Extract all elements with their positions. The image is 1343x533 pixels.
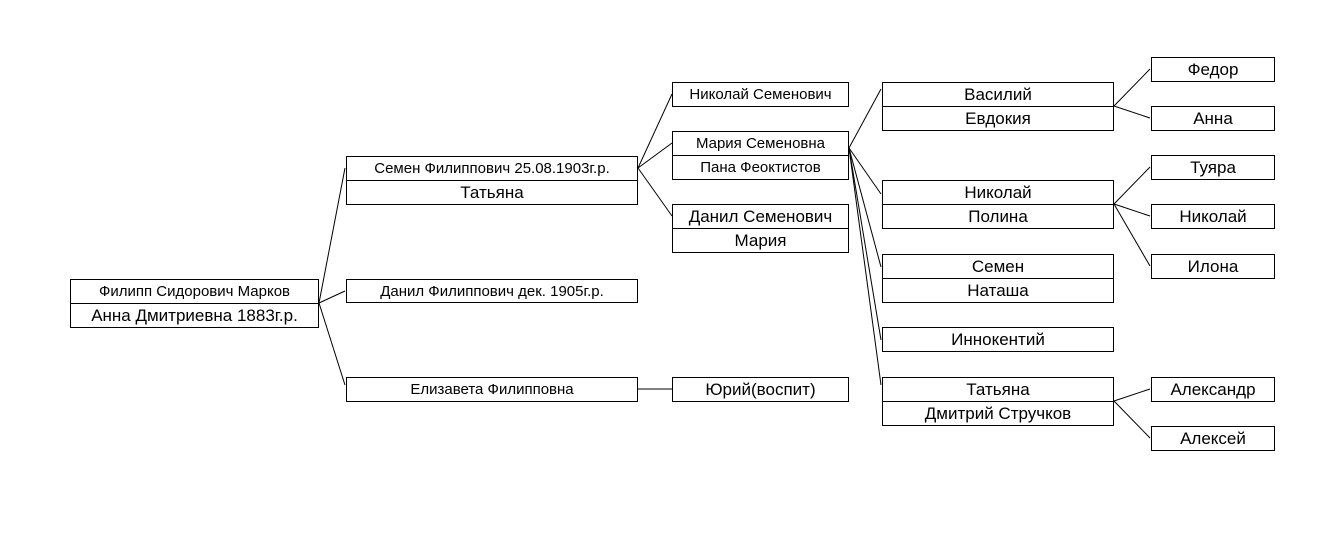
- vasily-spouse-name: Евдокия: [965, 109, 1031, 128]
- tatyana-name: Татьяна: [966, 380, 1030, 399]
- elizaveta-filippovna-box: Елизавета Филипповна: [346, 377, 638, 402]
- connector-line: [637, 142, 673, 169]
- connector-line: [848, 147, 882, 268]
- fedor-name: Федор: [1187, 60, 1239, 79]
- semen-gen4-spouse-name: Наташа: [967, 281, 1029, 300]
- semen-spouse-box: Татьяна: [346, 180, 638, 205]
- tatyana-box: Татьяна: [882, 377, 1114, 402]
- connector-line: [1113, 166, 1151, 205]
- ilona-box: Илона: [1151, 254, 1275, 279]
- connector-line: [848, 147, 882, 341]
- root-person-box: Филипп Сидорович Марков: [70, 279, 319, 304]
- alexandr-box: Александр: [1151, 377, 1275, 402]
- anna-name: Анна: [1193, 109, 1233, 128]
- elizaveta-filippovna-name: Елизавета Филипповна: [410, 381, 574, 398]
- ilona-name: Илона: [1187, 257, 1239, 276]
- connector-line: [848, 147, 882, 195]
- yuri-name: Юрий(воспит): [705, 380, 816, 399]
- alexei-name: Алексей: [1180, 429, 1246, 448]
- nikolai-semenovich-box: Николай Семенович: [672, 82, 849, 107]
- nikolai-spouse-name: Полина: [968, 207, 1028, 226]
- semen-spouse-box: Наташа: [882, 278, 1114, 303]
- maria-spouse-box: Пана Феоктистов: [672, 155, 849, 180]
- danil-filippovich-box: Данил Филиппович дек. 1905г.р.: [346, 279, 638, 303]
- alexandr-name: Александр: [1170, 380, 1256, 399]
- maria-semenovna-box: Мария Семеновна: [672, 131, 849, 156]
- tuyara-box: Туяра: [1151, 155, 1275, 180]
- alexei-box: Алексей: [1151, 426, 1275, 451]
- maria-spouse-name: Пана Феоктистов: [700, 159, 821, 176]
- connector-line: [1113, 400, 1151, 439]
- tatyana-spouse-name: Дмитрий Стручков: [924, 404, 1072, 423]
- danil-semenovich-spouse-box: Мария: [672, 228, 849, 253]
- vasily-spouse-box: Евдокия: [882, 106, 1114, 131]
- danil-filippovich-name: Данил Филиппович дек. 1905г.р.: [380, 282, 604, 300]
- nikolai-semenovich-name: Николай Семенович: [689, 86, 832, 103]
- connector-line: [1113, 105, 1151, 119]
- connector-line: [318, 302, 346, 386]
- maria-semenovna-name: Мария Семеновна: [695, 135, 826, 152]
- semen-name: Семен: [971, 257, 1025, 276]
- nikolai-gen5-box: Николай: [1151, 204, 1275, 229]
- nikolai-box: Николай: [882, 180, 1114, 205]
- connector-line: [848, 147, 882, 386]
- tatyana-spouse-box: Дмитрий Стручков: [882, 401, 1114, 426]
- connector-line: [318, 290, 346, 304]
- danil-semenovich-name: Данил Семенович: [688, 207, 833, 226]
- danil-semenovich-box: Данил Семенович: [672, 204, 849, 229]
- semen-box: Семен: [882, 254, 1114, 279]
- root-spouse-box: Анна Дмитриевна 1883г.р.: [70, 303, 319, 328]
- connector-line: [1113, 388, 1151, 402]
- semen-filippovich-name: Семен Филиппович 25.08.1903г.р.: [374, 160, 610, 177]
- root-spouse-name: Анна Дмитриевна 1883г.р.: [91, 306, 298, 325]
- nikolai-spouse-box: Полина: [882, 204, 1114, 229]
- yuri-box: Юрий(воспит): [672, 377, 849, 402]
- semen-filippovich-box: Семен Филиппович 25.08.1903г.р.: [346, 156, 638, 181]
- danil-semenovich-spouse-name: Мария: [734, 231, 787, 250]
- nikolai-gen5-name: Николай: [1179, 207, 1247, 226]
- connector-line: [637, 167, 673, 217]
- connector-line: [1113, 203, 1151, 267]
- innokenty-name: Иннокентий: [951, 330, 1045, 349]
- connector-line: [318, 167, 346, 304]
- connector-line: [848, 88, 882, 149]
- anna-box: Анна: [1151, 106, 1275, 131]
- fedor-box: Федор: [1151, 57, 1275, 82]
- innokenty-box: Иннокентий: [882, 327, 1114, 352]
- connector-line: [1113, 68, 1151, 107]
- root-person-name: Филипп Сидорович Марков: [98, 283, 291, 300]
- vasily-box: Василий: [882, 82, 1114, 107]
- tuyara-name: Туяра: [1190, 158, 1236, 177]
- connector-line: [637, 93, 673, 169]
- semen-spouse-name: Татьяна: [460, 183, 524, 202]
- connector-line: [1113, 203, 1151, 217]
- vasily-name: Василий: [964, 85, 1032, 104]
- nikolai-name: Николай: [964, 183, 1032, 202]
